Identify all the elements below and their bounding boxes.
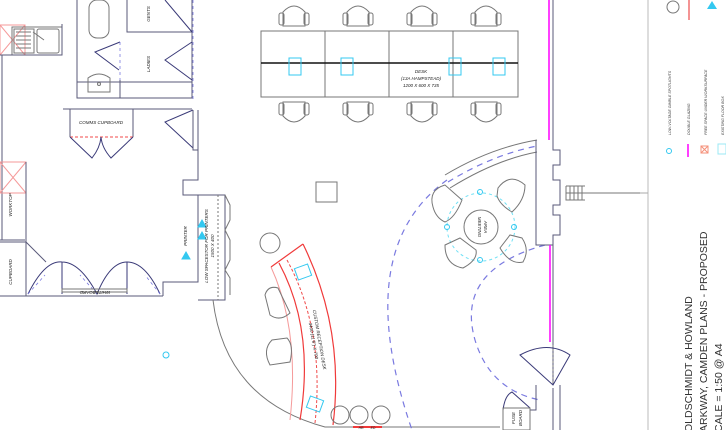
column xyxy=(315,181,338,203)
legend-label: DOUBLE GLAZING xyxy=(687,103,691,135)
board-label: BOARD xyxy=(518,409,523,426)
fuse-board xyxy=(502,407,531,430)
client-name: OLDSCHMIDT & HOWLAND xyxy=(683,296,695,430)
curved-partition xyxy=(444,139,538,189)
door-swing-arc xyxy=(387,179,448,430)
low-spacestor-label: LOW SPACESTOR FOR PRINTERS xyxy=(204,209,209,283)
spotlight-icon xyxy=(444,189,517,263)
desk-model: (13A HAMPSTEAD) xyxy=(401,76,442,81)
title-block: OLDSCHMIDT & HOWLAND ARKWAY, CAMDEN PLAN… xyxy=(683,231,725,430)
curved-wall xyxy=(212,299,500,428)
crossed-box-icon xyxy=(700,145,709,154)
gents-label: GENTS xyxy=(146,6,151,22)
hb-label: HB xyxy=(359,426,365,430)
meeting-label: MEETING xyxy=(477,217,482,238)
floor-box-triangle-icon xyxy=(181,218,207,260)
printer-label: PRINTER xyxy=(183,225,188,246)
right-wall xyxy=(502,0,648,430)
comms-cupboard-label: COMMS CUPBOARD xyxy=(79,120,124,125)
floor-box-triangle-icon xyxy=(707,1,717,9)
reception-desk xyxy=(270,243,337,426)
reception-chairs xyxy=(259,232,391,425)
fuse-label: FUSE xyxy=(511,411,516,424)
door-swing-arc xyxy=(470,244,546,401)
low-spacestor-dims: 1500 X 400 xyxy=(210,234,215,258)
cupboard-label: CUPBOARD xyxy=(8,259,13,285)
entrance-door xyxy=(519,347,571,386)
reception-desk-dims: 3400 (11'6") X 700 xyxy=(308,322,319,360)
desk-chairs xyxy=(278,5,502,123)
legend-label: FREE SPACE UNDER WORKSURFACE xyxy=(704,69,708,135)
low-spacestor xyxy=(198,194,231,301)
whiteboard-label: WHITEBOARD xyxy=(79,290,110,295)
spotlight-icon xyxy=(162,351,170,359)
office-walls xyxy=(0,110,199,297)
scale: CALE = 1:50 @ A4 xyxy=(713,343,725,430)
area-label: AREA xyxy=(483,220,488,233)
ed-label: ED xyxy=(371,426,376,430)
worktop-label: WORKTOP xyxy=(8,193,13,216)
spotlight-circle-icon xyxy=(666,148,672,154)
legend-label: EXISTING FLOOR BOX xyxy=(721,96,725,135)
desk-label: DESK xyxy=(415,69,428,74)
legend-label: LOW-VOLTAGE GIMBLE SPOTLIGHTS xyxy=(668,70,672,135)
project-name: ARKWAY, CAMDEN PLANS - PROPOSED xyxy=(698,231,710,430)
floor-box-icon xyxy=(717,143,726,155)
ladies-label: LADIES xyxy=(146,56,151,72)
whiteboard-doors xyxy=(27,261,161,296)
comms-cupboard xyxy=(63,108,194,159)
chair-symbol-icon xyxy=(666,0,680,14)
desk-dims: 1200 X 600 X 735 xyxy=(403,83,440,88)
kitchen-area xyxy=(0,24,63,296)
desk-block xyxy=(260,30,519,98)
toilets xyxy=(76,0,194,100)
meeting-area xyxy=(431,178,527,269)
legend: LOW-VOLTAGE GIMBLE SPOTLIGHTS DOUBLE GLA… xyxy=(666,69,726,157)
